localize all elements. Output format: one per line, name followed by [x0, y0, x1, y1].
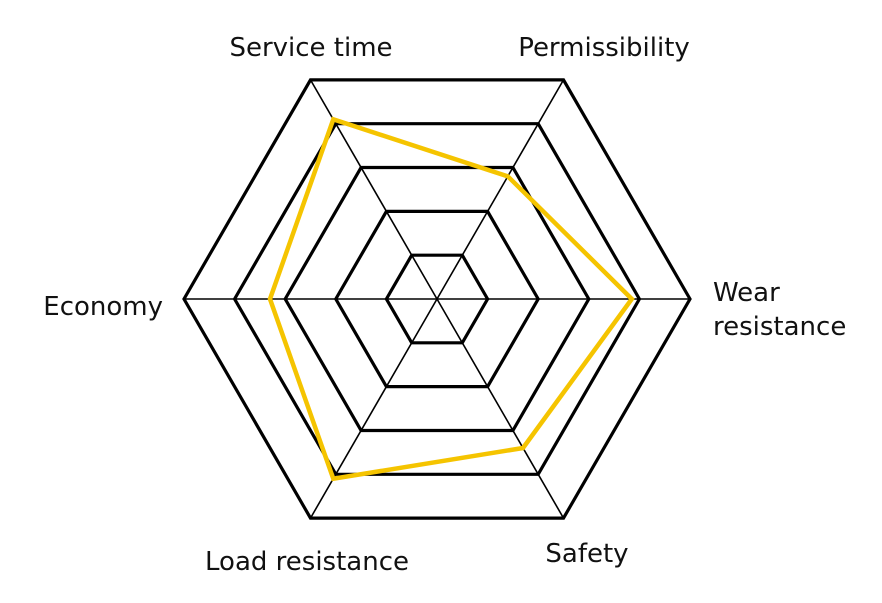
series-polygon-1	[267, 116, 635, 482]
axis-label-line: Permissibility	[518, 33, 690, 63]
axis-label-wear-resistance: Wear resistance	[713, 278, 846, 342]
axis-label-permissibility: Permissibility	[518, 33, 690, 63]
axis-label-line: Load resistance	[205, 547, 409, 577]
axis-label-line: Safety	[545, 539, 628, 569]
spoke-6	[436, 298, 565, 519]
axis-label-safety: Safety	[545, 539, 628, 569]
axis-label-line: Wear	[713, 278, 780, 308]
axis-label-service-time: Service time	[229, 33, 392, 63]
axis-label-economy: Economy	[43, 292, 163, 322]
radar-axis-labels: Wear resistance Permissibility Service time…	[43, 33, 846, 577]
spoke-5	[309, 298, 438, 519]
radar-series	[267, 116, 635, 482]
axis-label-line: Economy	[43, 292, 163, 322]
axis-label-line: resistance	[713, 312, 846, 342]
axis-label-line: Service time	[229, 33, 392, 63]
radar-spokes	[184, 79, 690, 519]
spoke-2	[436, 79, 565, 300]
spoke-3	[309, 79, 438, 300]
axis-label-load-resistance: Load resistance	[205, 547, 409, 577]
